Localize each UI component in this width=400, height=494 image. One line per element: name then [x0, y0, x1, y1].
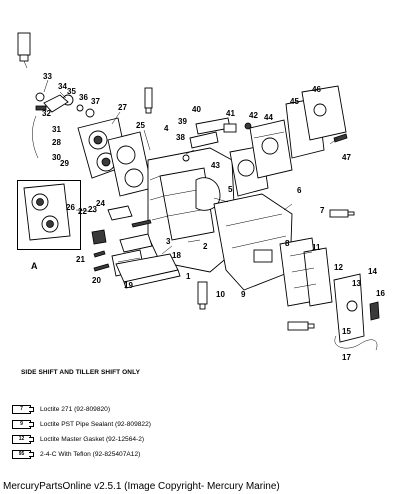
bolts-left: [93, 219, 152, 272]
sealant-tube-top: [17, 32, 31, 69]
callout-41: 41: [226, 109, 235, 118]
legend-text: Loctite 271 (92-809820): [40, 405, 111, 413]
callout-35: 35: [67, 87, 76, 96]
sealant-tube-bottom: [197, 281, 208, 310]
legend-row-loctite-271: 7 Loctite 271 (92-809820): [12, 404, 110, 414]
callout-45: 45: [290, 97, 299, 106]
callout-37: 37: [91, 97, 100, 106]
reference-a-label: A: [31, 261, 38, 271]
callout-19: 19: [124, 281, 133, 290]
callout-17: 17: [342, 353, 351, 362]
callout-4: 4: [164, 124, 169, 133]
shift-plate: [333, 273, 380, 343]
callout-26: 26: [66, 203, 75, 212]
callout-24: 24: [96, 199, 105, 208]
callout-46: 46: [312, 85, 321, 94]
callout-25: 25: [136, 121, 145, 130]
callout-33: 33: [43, 72, 52, 81]
small-clips: [223, 122, 252, 133]
callout-30: 30: [52, 153, 61, 162]
legend-text: 2-4-C With Teflon (92-825407A12): [40, 450, 141, 458]
callout-44: 44: [264, 113, 273, 122]
callout-10: 10: [216, 290, 225, 299]
callout-12: 12: [334, 263, 343, 272]
legend-text: Loctite Master Gasket (92-12564-2): [40, 435, 145, 443]
callout-16: 16: [376, 289, 385, 298]
tube-icon: 95: [12, 450, 34, 459]
callout-38: 38: [176, 133, 185, 142]
legend-row-2-4-c: 95 2-4-C With Teflon (92-825407A12): [12, 449, 140, 459]
callout-numbers: 1 2 3 4 5 6 7 8 9 10 11 12 13 14 15 16 1…: [42, 72, 385, 362]
callout-39: 39: [178, 117, 187, 126]
cylinder-block: [147, 147, 237, 273]
sealant-tube-mid: [144, 87, 153, 114]
callout-18: 18: [172, 251, 181, 260]
thermostat-cover: [285, 85, 348, 159]
leader-lines: [43, 79, 339, 255]
copyright-footer: MercuryPartsOnline v2.5.1 (Image Copyrig…: [3, 481, 280, 492]
callout-43: 43: [211, 161, 220, 170]
callout-3: 3: [166, 237, 171, 246]
callout-36: 36: [79, 93, 88, 102]
callout-47: 47: [342, 153, 351, 162]
tube-icon: 9: [12, 420, 34, 429]
callout-9: 9: [241, 290, 246, 299]
callout-27: 27: [118, 103, 127, 112]
fitting-cluster: [32, 92, 95, 159]
reference-a-plate: [23, 183, 71, 241]
legend-row-pipe-sealant: 9 Loctite PST Pipe Sealant (92-809822): [12, 419, 151, 429]
callout-11: 11: [312, 243, 321, 252]
callout-28: 28: [52, 138, 61, 147]
callout-40: 40: [192, 105, 201, 114]
reed-block: [115, 253, 181, 289]
intake-cover: [279, 237, 333, 307]
callout-5: 5: [228, 185, 233, 194]
tube-icon: 7: [12, 405, 34, 414]
callout-31: 31: [52, 125, 61, 134]
callout-29: 29: [60, 159, 69, 168]
callout-42: 42: [249, 111, 258, 120]
callout-23: 23: [88, 205, 97, 214]
legend-row-master-gasket: 12 Loctite Master Gasket (92-12564-2): [12, 434, 144, 444]
callout-21: 21: [76, 255, 85, 264]
sealant-tube-right: [287, 321, 315, 331]
sealant-tube-mid-right: [329, 209, 355, 218]
callout-22: 22: [78, 207, 87, 216]
callout-6: 6: [297, 186, 302, 195]
tube-icon: 12: [12, 435, 34, 444]
callout-32: 32: [42, 109, 51, 118]
callout-1: 1: [186, 272, 191, 281]
callout-15: 15: [342, 327, 351, 336]
legend-text: Loctite PST Pipe Sealant (92-809822): [40, 420, 151, 428]
callout-8: 8: [285, 239, 290, 248]
callout-13: 13: [352, 279, 361, 288]
crankcase-cover: [213, 193, 293, 291]
callout-2: 2: [203, 242, 208, 251]
callout-14: 14: [368, 267, 377, 276]
side-shift-note: SIDE SHIFT AND TILLER SHIFT ONLY: [21, 369, 140, 376]
cylinder-gasket: [107, 131, 153, 197]
callout-7: 7: [320, 206, 325, 215]
reference-a-frame: [17, 180, 81, 250]
callout-20: 20: [92, 276, 101, 285]
exhaust-cover: [229, 119, 293, 197]
callout-34: 34: [58, 82, 67, 91]
